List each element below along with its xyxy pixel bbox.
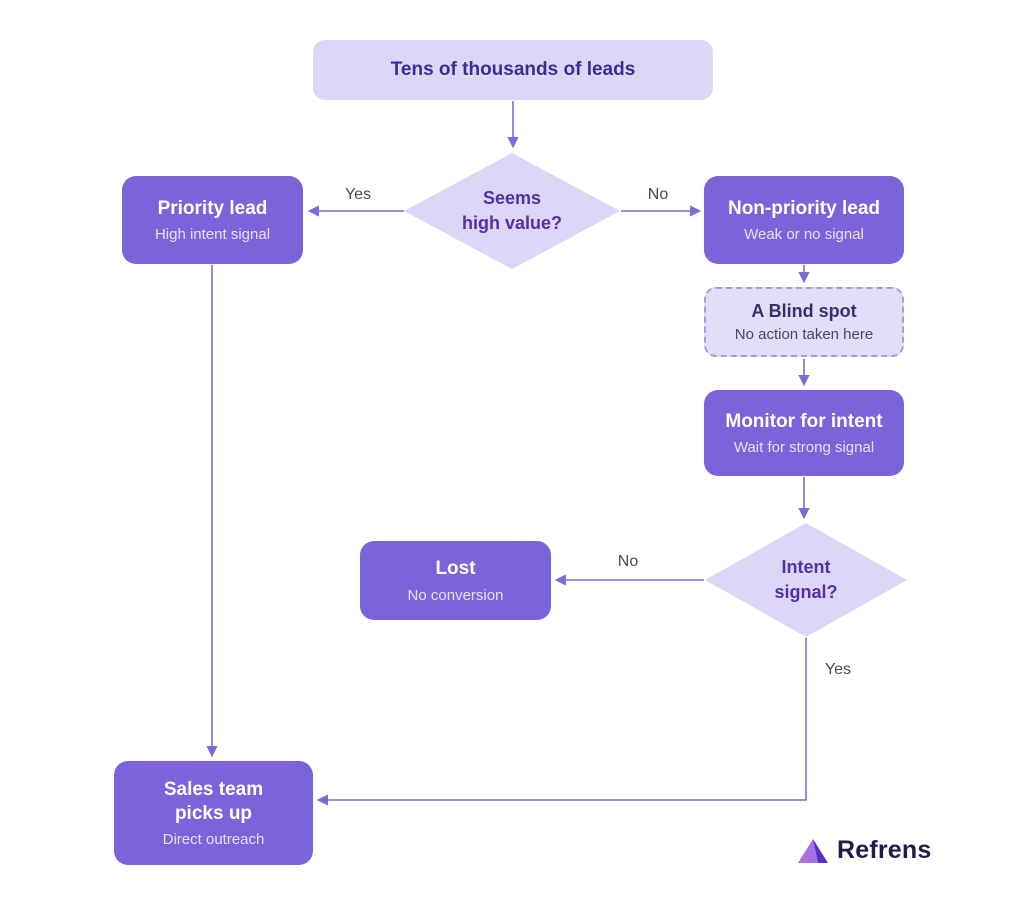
brand-name: Refrens xyxy=(837,836,932,864)
node-non-priority-lead-title: Non-priority lead xyxy=(727,197,880,219)
node-sales-team: Sales team picks up Direct outreach xyxy=(114,761,313,865)
node-monitor-intent: Monitor for intent Wait for strong signa… xyxy=(704,390,904,476)
decision-high-value-line2: high value? xyxy=(461,213,562,233)
node-priority-lead-title: Priority lead xyxy=(157,197,268,219)
node-decision-high-value: Seems high value? xyxy=(404,153,620,269)
node-lost-subtitle: No conversion xyxy=(407,586,504,604)
decision-intent-line2: signal? xyxy=(774,582,838,602)
node-blind-spot: A Blind spot No action taken here xyxy=(704,287,904,357)
node-sales-team-subtitle: Direct outreach xyxy=(162,831,265,849)
node-blind-spot-title: A Blind spot xyxy=(751,301,857,321)
node-sales-team-title: Sales team picks up xyxy=(163,778,264,824)
node-leads-label: Tens of thousands of leads xyxy=(390,59,636,80)
node-priority-lead-subtitle: High intent signal xyxy=(154,226,271,244)
edge-label-yes-sales: Yes xyxy=(824,661,852,678)
edge-label-yes-priority: Yes xyxy=(344,186,372,203)
node-non-priority-lead-subtitle: Weak or no signal xyxy=(744,226,864,244)
edge-label-no-lost: No xyxy=(617,553,639,570)
arrow-intent-yes-to-sales xyxy=(316,638,807,806)
node-monitor-intent-title: Monitor for intent xyxy=(725,410,883,432)
node-lost-title: Lost xyxy=(435,558,476,580)
edge-label-no-nonpriority: No xyxy=(647,186,669,203)
node-priority-lead: Priority lead High intent signal xyxy=(122,176,303,264)
node-decision-intent-signal: Intent signal? xyxy=(705,523,907,637)
decision-high-value-line1: Seems xyxy=(482,187,542,208)
node-monitor-intent-subtitle: Wait for strong signal xyxy=(733,439,875,457)
refrens-logo-icon xyxy=(798,838,828,863)
decision-intent-line1: Intent xyxy=(781,556,831,577)
node-non-priority-lead: Non-priority lead Weak or no signal xyxy=(704,176,904,264)
node-blind-spot-subtitle: No action taken here xyxy=(734,326,874,343)
node-leads: Tens of thousands of leads xyxy=(313,40,713,100)
brand-refrens: Refrens xyxy=(797,836,932,865)
node-lost: Lost No conversion xyxy=(360,541,551,620)
